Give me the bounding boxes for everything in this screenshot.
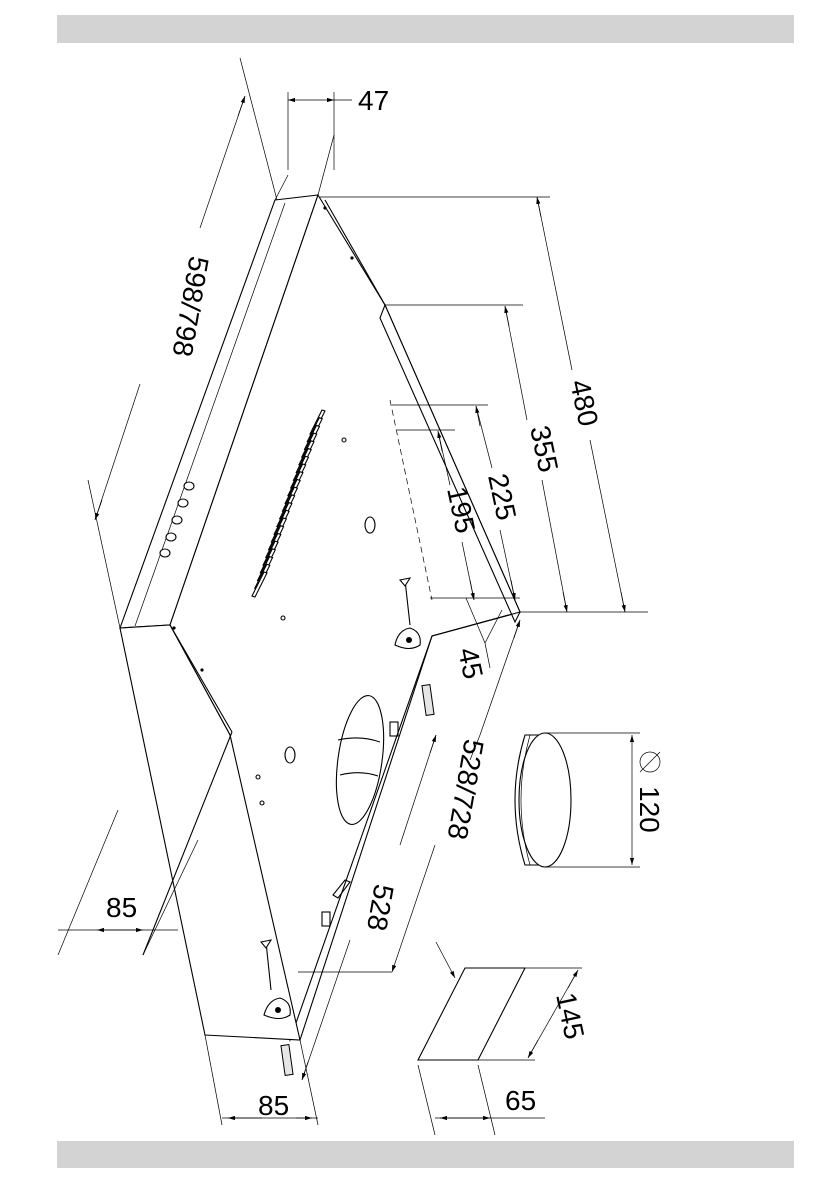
dim-47: 47 — [358, 85, 389, 116]
dim-225: 225 — [482, 471, 522, 523]
dim-65: 65 — [505, 1085, 536, 1116]
dim-85-left: 85 — [106, 892, 137, 923]
dim-355: 355 — [524, 423, 564, 475]
dim-120: 120 — [634, 786, 665, 833]
dim-85-bottom: 85 — [258, 1090, 289, 1121]
dim-480: 480 — [564, 377, 604, 429]
dim-528-728: 528/728 — [442, 737, 490, 842]
dim-145: 145 — [550, 990, 590, 1042]
rectangular-filter — [418, 942, 582, 1135]
dim-45: 45 — [452, 645, 489, 682]
dim-528: 528 — [361, 882, 400, 933]
dim-598-798: 598/798 — [167, 254, 215, 359]
